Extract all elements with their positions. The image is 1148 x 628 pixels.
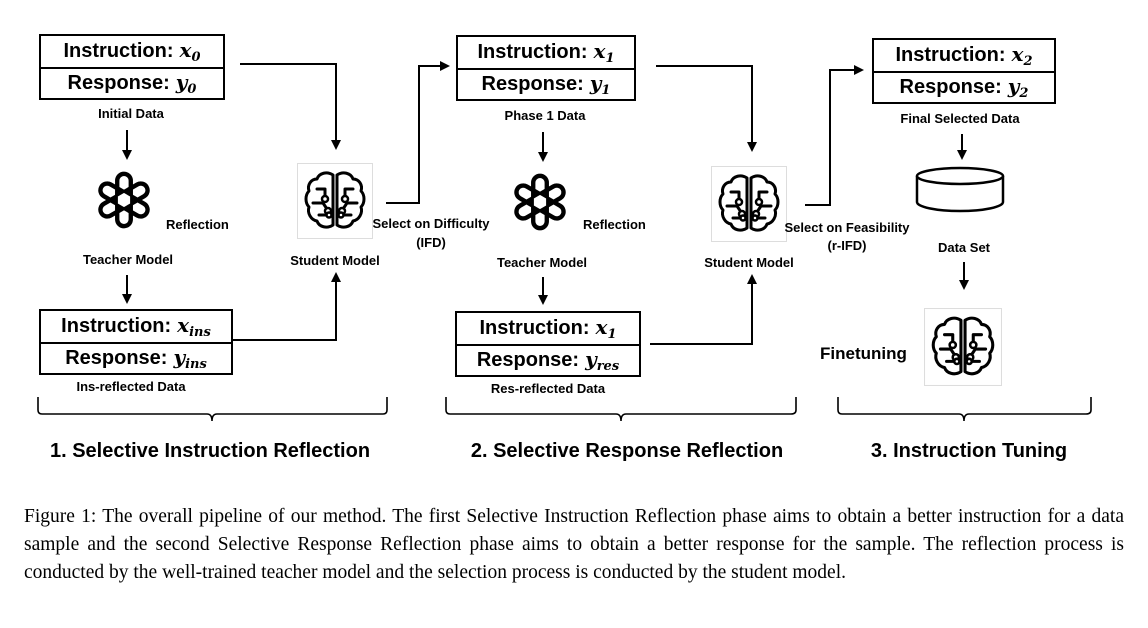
- instruction-variable: x2: [1012, 42, 1033, 69]
- ins-reflected-caption: Ins-reflected Data: [76, 379, 186, 394]
- var-symbol: x: [593, 39, 606, 63]
- response-variable: yres: [585, 347, 619, 374]
- response-label: Response:: [899, 76, 1002, 98]
- brain-circuit-icon: [711, 166, 787, 242]
- response-row: Response:yins: [41, 342, 231, 373]
- section-title-2: 2. Selective Response Reflection: [470, 440, 784, 462]
- instruction-label: Instruction:: [479, 317, 590, 339]
- student-model-label-1: Student Model: [290, 253, 380, 268]
- var-subscript: ins: [189, 325, 211, 340]
- instruction-row: Instruction:x1: [457, 313, 639, 344]
- instruction-label: Instruction:: [63, 40, 174, 62]
- var-symbol: x: [595, 315, 608, 339]
- instruction-row: Instruction:x2: [874, 40, 1054, 71]
- connector-arrows: [37, 61, 1092, 422]
- instruction-label: Instruction:: [477, 41, 588, 63]
- var-subscript: 0: [187, 82, 197, 97]
- instruction-row: Instruction:x1: [458, 37, 634, 68]
- brain-circuit-icon: [297, 163, 373, 239]
- var-symbol: y: [589, 71, 602, 95]
- section-title-3: 3. Instruction Tuning: [870, 440, 1068, 462]
- var-symbol: x: [1011, 42, 1024, 66]
- instruction-label: Instruction:: [61, 315, 172, 337]
- data-set-label: Data Set: [937, 240, 991, 255]
- res-reflected-data-box: Instruction:x1 Response:yres: [455, 311, 641, 377]
- var-subscript: 2: [1023, 54, 1033, 69]
- phase1-data-box: Instruction:x1 Response:y1: [456, 35, 636, 101]
- response-row: Response:yres: [457, 344, 639, 375]
- openai-logo-icon: [514, 173, 566, 231]
- teacher-model-label-1: Teacher Model: [82, 252, 174, 267]
- var-symbol: x: [177, 313, 190, 337]
- response-variable: y2: [1008, 74, 1029, 101]
- var-subscript: 1: [607, 327, 617, 342]
- instruction-variable: x0: [180, 38, 201, 65]
- instruction-variable: xins: [177, 313, 211, 340]
- initial-data-caption: Initial Data: [98, 106, 164, 121]
- select-difficulty-metric: (IFD): [416, 235, 446, 250]
- response-variable: yins: [173, 345, 206, 372]
- var-subscript: 1: [601, 83, 611, 98]
- response-variable: y1: [590, 71, 611, 98]
- res-reflected-caption: Res-reflected Data: [490, 381, 606, 396]
- response-label: Response:: [476, 349, 580, 371]
- select-feasibility-metric: (r-IFD): [827, 238, 867, 253]
- instruction-label: Instruction:: [895, 44, 1006, 66]
- response-label: Response:: [65, 347, 168, 369]
- select-feasibility-label: Select on Feasibility: [784, 220, 910, 235]
- instruction-variable: x1: [596, 315, 617, 342]
- select-difficulty-label: Select on Difficulty: [372, 216, 490, 231]
- ins-reflected-data-box: Instruction:xins Response:yins: [39, 309, 233, 375]
- reflection-label-2: Reflection: [583, 217, 646, 232]
- database-cylinder-icon: [915, 166, 1005, 213]
- finetuning-label: Finetuning: [820, 344, 907, 363]
- instruction-row: Instruction:xins: [41, 311, 231, 342]
- student-model-label-2: Student Model: [704, 255, 794, 270]
- var-symbol: x: [179, 38, 192, 62]
- response-row: Response:y2: [874, 71, 1054, 102]
- var-subscript: 0: [191, 50, 201, 65]
- phase1-data-caption: Phase 1 Data: [504, 108, 586, 123]
- var-symbol: y: [585, 347, 597, 371]
- response-label: Response:: [67, 72, 170, 94]
- teacher-model-label-2: Teacher Model: [496, 255, 588, 270]
- response-label: Response:: [481, 73, 584, 95]
- final-data-box: Instruction:x2 Response:y2: [872, 38, 1056, 104]
- var-subscript: 1: [605, 51, 615, 66]
- response-variable: y0: [176, 70, 197, 97]
- var-subscript: 2: [1019, 86, 1029, 101]
- response-row: Response:y0: [41, 67, 223, 98]
- var-symbol: y: [175, 70, 188, 94]
- response-row: Response:y1: [458, 68, 634, 99]
- openai-logo-icon: [98, 171, 150, 229]
- initial-data-box: Instruction:x0 Response:y0: [39, 34, 225, 100]
- figure-caption: Figure 1: The overall pipeline of our me…: [24, 506, 1124, 583]
- instruction-row: Instruction:x0: [41, 36, 223, 67]
- reflection-label-1: Reflection: [166, 217, 229, 232]
- var-symbol: y: [173, 345, 186, 369]
- final-data-caption: Final Selected Data: [900, 111, 1020, 126]
- var-subscript: ins: [185, 357, 207, 372]
- var-subscript: res: [596, 359, 620, 374]
- var-symbol: y: [1007, 74, 1020, 98]
- instruction-variable: x1: [594, 39, 615, 66]
- section-title-1: 1. Selective Instruction Reflection: [49, 440, 371, 462]
- brain-circuit-icon: [924, 308, 1002, 386]
